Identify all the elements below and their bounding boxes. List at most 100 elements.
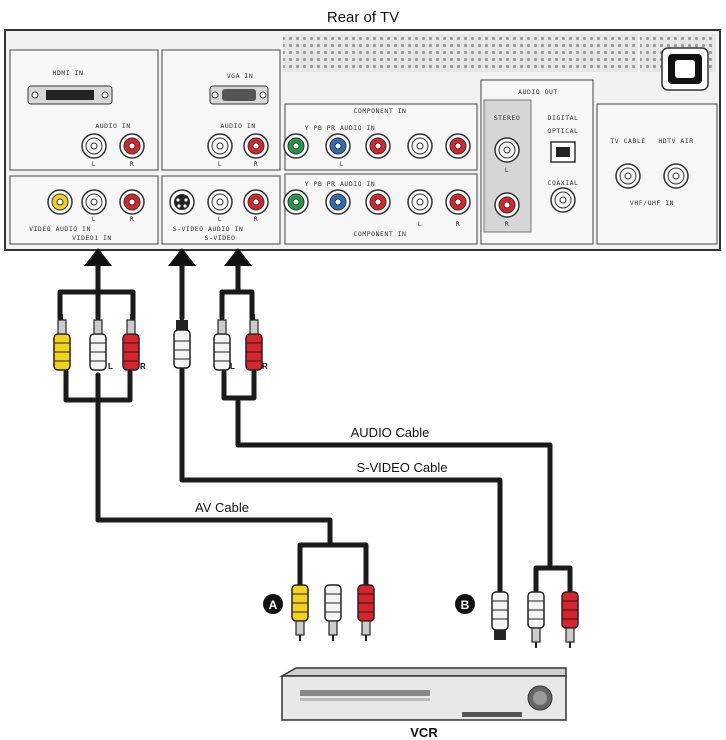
comp1-l-jack-icon xyxy=(407,133,433,159)
marker-a: A xyxy=(263,594,283,614)
svideo-bottom-plug-icon xyxy=(491,591,509,640)
vga-label: VGA IN xyxy=(227,72,253,80)
av-bottom-audio-r-plug-icon xyxy=(357,584,375,641)
audio-splitter-top xyxy=(219,259,255,321)
power-socket-icon xyxy=(661,47,709,91)
vga-audio-l-jack-icon xyxy=(207,133,233,159)
component2-sub-label: Y PB PR AUDIO IN xyxy=(305,180,376,188)
hdmi-audio-l-label: L xyxy=(92,160,96,168)
coaxial-out-jack-icon xyxy=(550,187,576,213)
av-top-audio-l-plug-icon xyxy=(89,314,107,371)
component2-label: COMPONENT IN xyxy=(354,230,407,238)
audio-plug-l-label: L xyxy=(230,362,235,371)
av-plug-r-label: R xyxy=(140,362,146,371)
marker-b: B xyxy=(455,594,475,614)
comp2-y-jack-icon xyxy=(283,189,309,215)
audio-bottom-r-plug-icon xyxy=(561,591,579,648)
comp1-pb-jack-icon xyxy=(325,133,351,159)
svideo-jack-icon xyxy=(169,189,195,215)
audio-top-r-plug-icon xyxy=(245,314,263,371)
hdmi-audio-r-label: R xyxy=(130,160,134,168)
svideo-audio-r-label: R xyxy=(254,215,258,223)
comp2-r-jack-icon xyxy=(445,189,471,215)
audio-bottom-l-plug-icon xyxy=(527,591,545,648)
audio-cable-line xyxy=(235,395,573,595)
hdtv-air-label: HDTV AIR xyxy=(658,137,693,145)
comp1-pr-jack-icon xyxy=(365,133,391,159)
video-in-jack-icon xyxy=(47,189,73,215)
coaxial-label: COAXIAL xyxy=(548,179,579,187)
optical-label: OPTICAL xyxy=(548,127,579,135)
marker-a-text: A xyxy=(269,598,278,612)
av-top-video-plug-icon xyxy=(53,314,71,371)
video-audio-l-label: L xyxy=(92,215,96,223)
audio-plug-r-label: R xyxy=(262,362,268,371)
av-plug-l-label: L xyxy=(108,362,113,371)
audio-top-l-plug-icon xyxy=(213,314,231,371)
comp2-l-jack-icon xyxy=(407,189,433,215)
stereo-r-label: R xyxy=(505,220,509,228)
svideo-audio-label: S-VIDEO AUDIO IN xyxy=(173,225,244,233)
av-top-audio-r-plug-icon xyxy=(122,314,140,371)
tv-cable-in-jack-icon xyxy=(615,163,641,189)
hdmi-port-icon xyxy=(27,85,113,105)
svideo-label: S-VIDEO xyxy=(205,234,236,242)
comp1-r-jack-icon xyxy=(445,133,471,159)
video-audio-l-jack-icon xyxy=(81,189,107,215)
hdmi-audio-r-jack-icon xyxy=(119,133,145,159)
av-bottom-audio-l-plug-icon xyxy=(324,584,342,641)
av-arrow-icon xyxy=(84,248,112,266)
video-audio-r-label: R xyxy=(130,215,134,223)
hdtv-air-in-jack-icon xyxy=(663,163,689,189)
component1-l-label: L xyxy=(340,160,344,168)
audio-arrow-icon xyxy=(224,248,252,266)
stereo-out-l-jack-icon xyxy=(494,137,520,163)
stereo-label: STEREO xyxy=(494,114,520,122)
svideo-cable-label: S-VIDEO Cable xyxy=(356,460,447,475)
svideo-top-plug-icon xyxy=(173,320,191,369)
hdmi-label: HDMI IN xyxy=(53,69,84,77)
vga-port-icon xyxy=(209,85,269,105)
audio-cable-label: AUDIO Cable xyxy=(351,425,430,440)
comp2-pb-jack-icon xyxy=(325,189,351,215)
comp1-y-jack-icon xyxy=(283,133,309,159)
hdmi-audio-label: AUDIO IN xyxy=(95,122,130,130)
cables xyxy=(57,259,573,595)
stereo-out-r-jack-icon xyxy=(494,192,520,218)
av-splitter-top xyxy=(57,289,136,321)
component1-sub-label: Y PB PR AUDIO IN xyxy=(305,124,376,132)
vcr-label: VCR xyxy=(410,725,438,740)
digital-label: DIGITAL xyxy=(548,114,579,122)
av-bottom-video-plug-icon xyxy=(291,584,309,641)
vga-audio-r-label: R xyxy=(254,160,258,168)
video-audio-label: VIDEO AUDIO IN xyxy=(29,225,91,233)
av-cable-line xyxy=(95,372,369,588)
video1-label: VIDEO1 IN xyxy=(72,234,112,242)
svideo-audio-r-jack-icon xyxy=(243,189,269,215)
tv-rear-panel: HDMI IN AUDIO IN VGA IN AUDIO IN COMPONE… xyxy=(4,29,721,251)
svideo-arrow-icon xyxy=(168,248,196,266)
marker-b-text: B xyxy=(461,598,470,612)
audio-splitter-bottom xyxy=(221,369,257,401)
vga-audio-l-label: L xyxy=(218,160,222,168)
component2-r-label: R xyxy=(456,220,460,228)
plug-group xyxy=(53,314,579,648)
component1-label: COMPONENT IN xyxy=(354,107,407,115)
svideo-audio-l-label: L xyxy=(218,215,222,223)
audio-out-label: AUDIO OUT xyxy=(518,88,558,96)
video-audio-r-jack-icon xyxy=(119,189,145,215)
vga-audio-label: AUDIO IN xyxy=(220,122,255,130)
component2-l-label: L xyxy=(418,220,422,228)
vcr-device-icon xyxy=(279,667,567,721)
optical-port-icon xyxy=(550,141,576,163)
comp2-pr-jack-icon xyxy=(365,189,391,215)
arrows xyxy=(84,248,252,266)
jack-group xyxy=(47,133,689,218)
stereo-l-label: L xyxy=(505,166,509,174)
hdmi-audio-l-jack-icon xyxy=(81,133,107,159)
av-splitter-bottom xyxy=(63,369,133,403)
tv-cable-label: TV CABLE xyxy=(610,137,645,145)
diagram-title: Rear of TV xyxy=(327,9,399,26)
svideo-cable-line xyxy=(179,365,503,595)
